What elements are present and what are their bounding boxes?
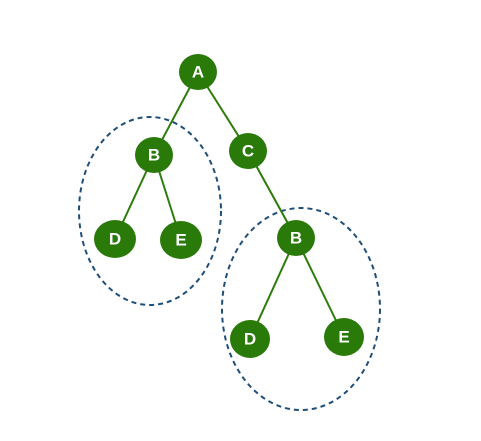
node-label: A	[192, 63, 204, 82]
tree-node-d-right: D	[230, 320, 270, 358]
node-label: B	[148, 146, 160, 165]
node-label: B	[290, 229, 302, 248]
node-circle	[324, 318, 364, 356]
tree-node-b: B	[135, 137, 173, 173]
tree-edges	[114, 71, 345, 340]
node-label: E	[338, 328, 349, 347]
node-label: E	[175, 231, 186, 250]
subtree-outline-left	[78, 116, 222, 306]
node-label: C	[242, 142, 254, 161]
subtree-outline-right	[221, 207, 381, 411]
tree-node-b-right: B	[277, 220, 315, 256]
tree-node-e: E	[160, 221, 202, 259]
tree-node-a: A	[179, 54, 217, 90]
node-circle	[179, 54, 217, 90]
node-circle	[277, 220, 315, 256]
node-circle	[135, 137, 173, 173]
subtree-outlines	[78, 116, 381, 411]
node-circle	[229, 133, 267, 169]
tree-node-e-right: E	[324, 318, 364, 356]
node-circle	[160, 221, 202, 259]
node-circle	[94, 220, 136, 258]
tree-node-d: D	[94, 220, 136, 258]
node-label: D	[109, 230, 121, 249]
node-label: D	[244, 330, 256, 349]
node-circle	[230, 320, 270, 358]
tree-nodes: A B C D E B D E	[94, 54, 364, 358]
tree-node-c: C	[229, 133, 267, 169]
